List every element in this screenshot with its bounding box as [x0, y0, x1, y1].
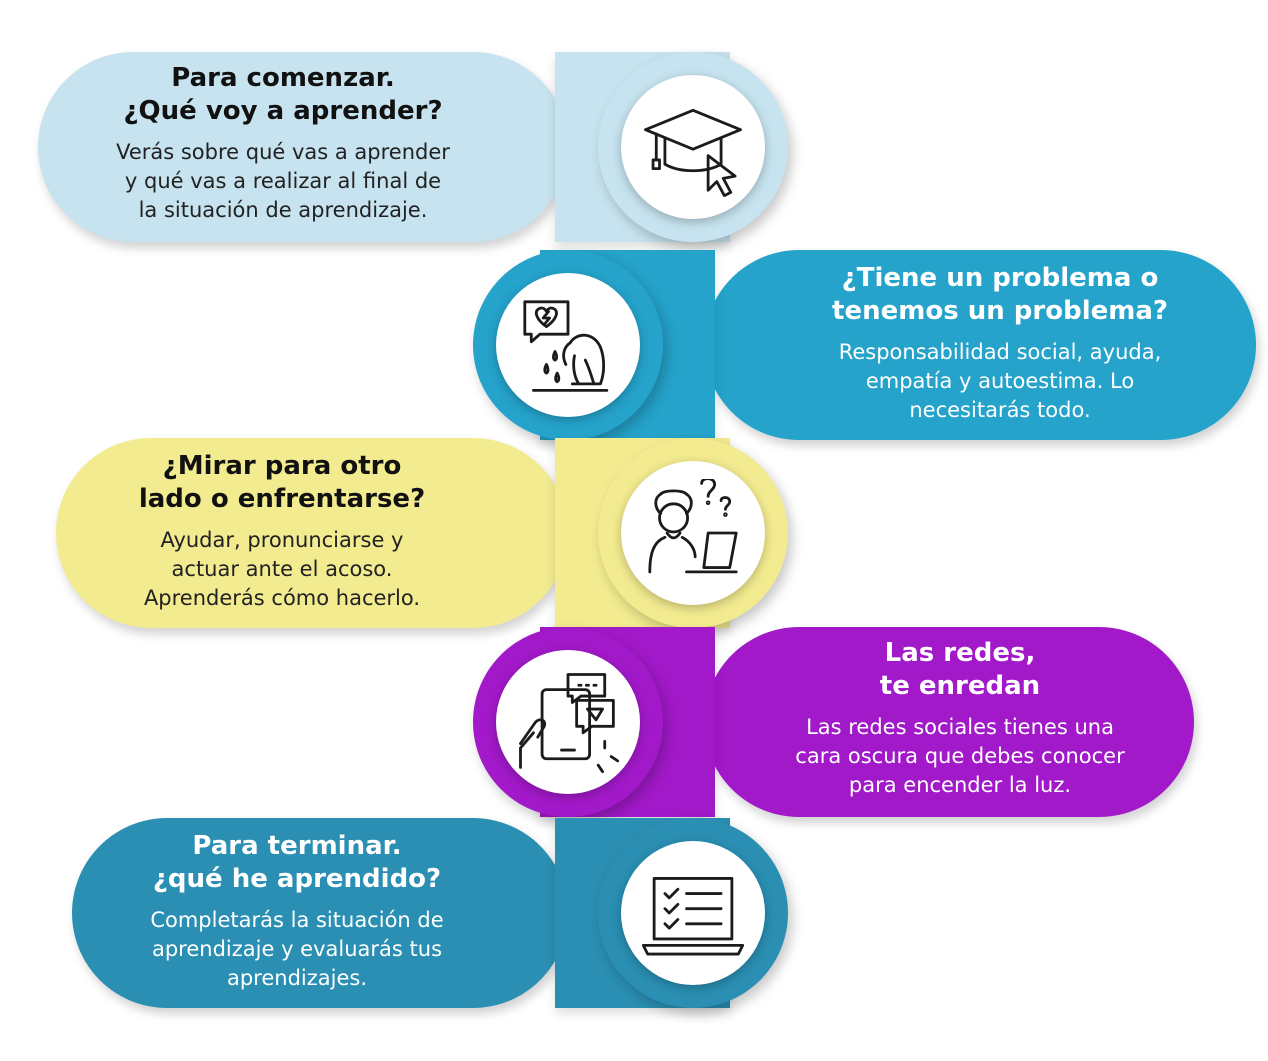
step-4-icon-disc: [496, 650, 640, 794]
step-5-title: Para terminar.¿qué he aprendido?: [152, 831, 442, 894]
step-3-icon-disc: [621, 461, 765, 605]
step-4-title: Las redes,te enredan: [879, 638, 1041, 701]
step-2-pill: [704, 250, 1256, 440]
step-1-text: Para comenzar.¿Qué voy a aprender? Verás…: [58, 62, 508, 225]
phone-messages-icon: [519, 673, 620, 774]
step-5-text: Para terminar.¿qué he aprendido? Complet…: [92, 830, 502, 993]
step-3-pill: [56, 438, 568, 628]
step-2-description: Responsabilidad social, ayuda,empatía y …: [838, 340, 1162, 422]
step-5-icon-disc: [621, 841, 765, 985]
sad-person-icon: [523, 300, 609, 392]
step-1-title: Para comenzar.¿Qué voy a aprender?: [123, 63, 443, 126]
laptop-checklist-icon: [641, 877, 745, 956]
step-4-pill: [704, 627, 1194, 817]
step-2-icon-disc: [496, 273, 640, 417]
confused-person-laptop-icon: [648, 479, 738, 574]
step-1-pill: [38, 52, 568, 242]
graduation-cap-cursor-icon: [644, 108, 742, 198]
step-4-text: Las redes,te enredan Las redes sociales …: [750, 637, 1170, 800]
step-5-pill: [72, 818, 568, 1008]
step-1-icon-disc: [621, 75, 765, 219]
